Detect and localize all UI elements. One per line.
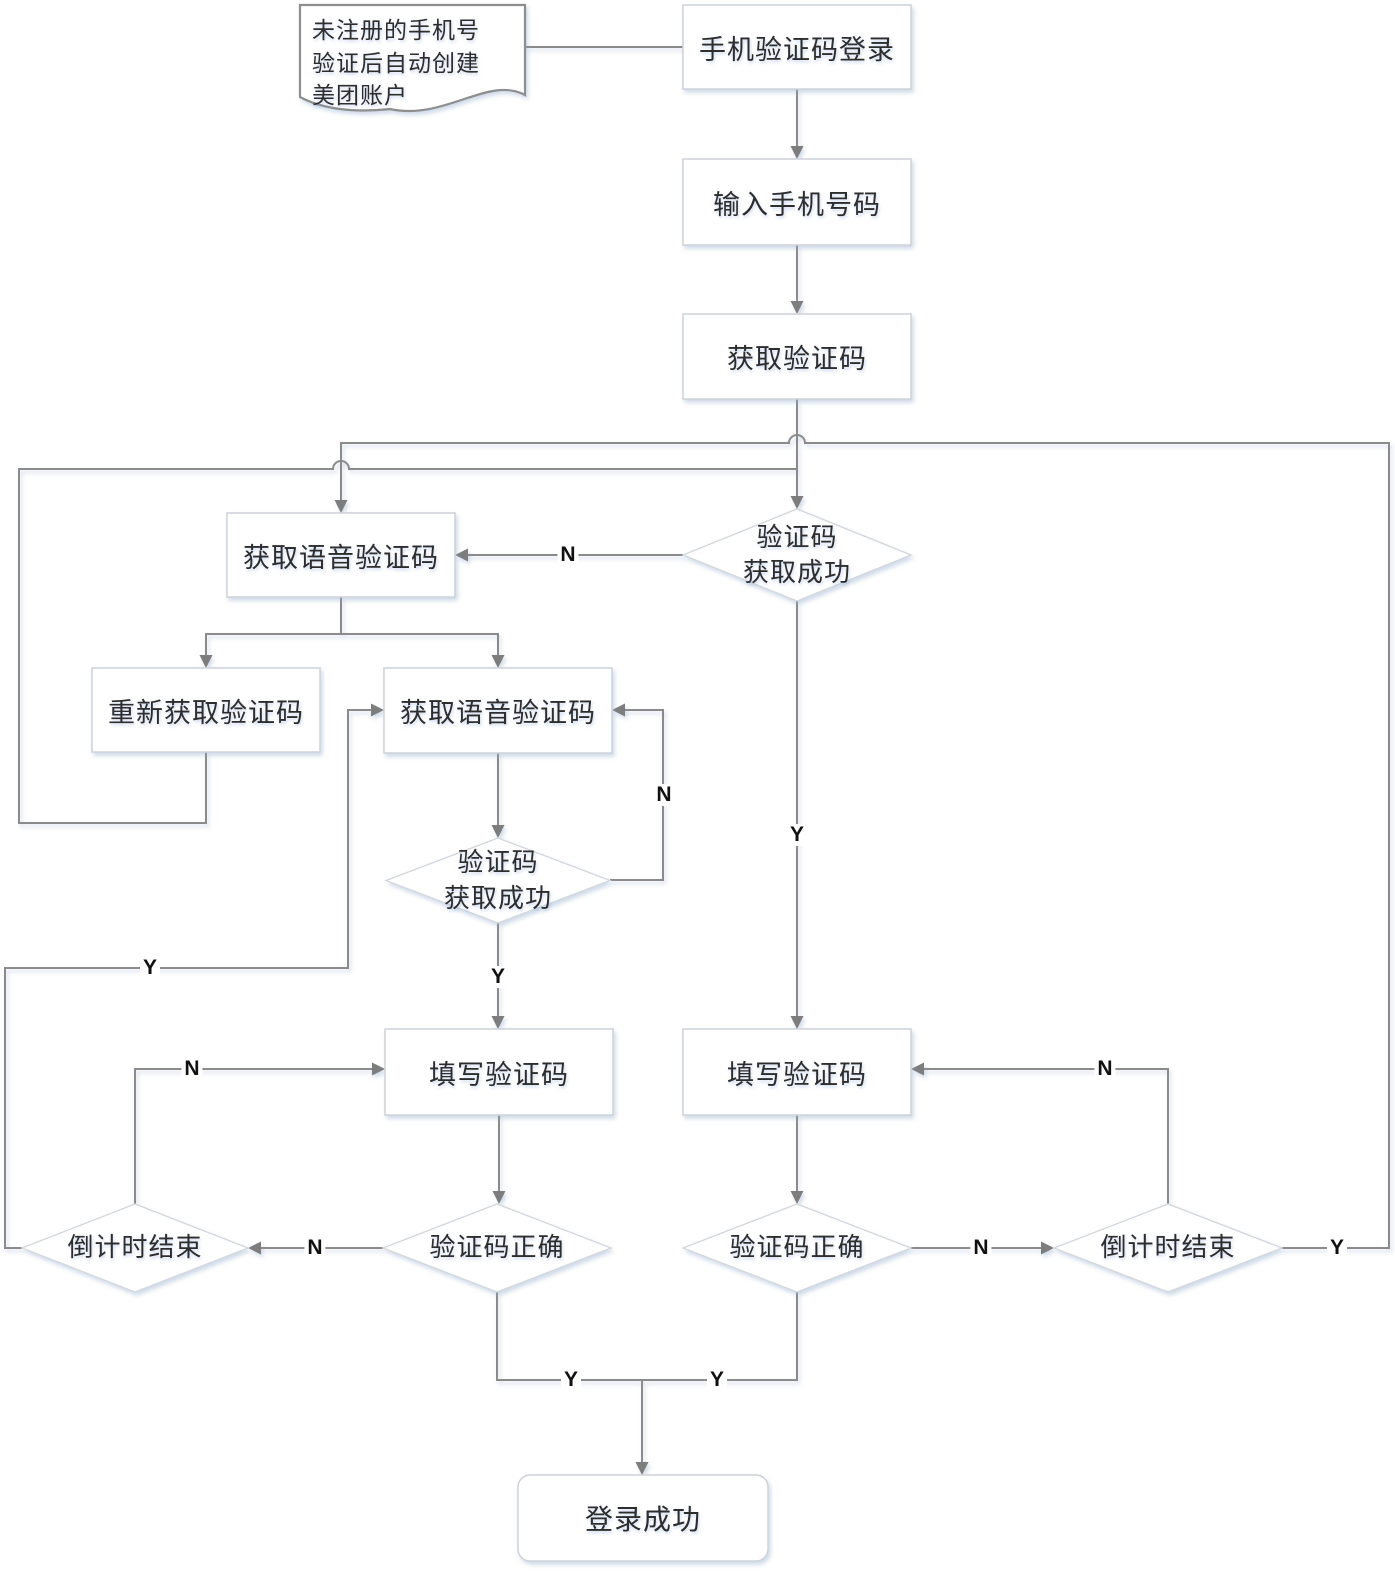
step-get-voice-code-1-shape [226, 512, 456, 598]
edge-countdown-left-no-to-fill-left-label: N [181, 1057, 203, 1081]
edges-layer [4, 46, 1390, 1475]
annotation-unregistered-phone-note-shape [298, 3, 527, 112]
edge-countdown-left-yes-to-voice2-label: Y [139, 956, 161, 980]
edge-check2-yes-to-fill-left-label: Y [487, 965, 509, 989]
decision-countdown-over-right-shape [1052, 1203, 1284, 1293]
edge-voice1-to-voice2 [341, 633, 499, 656]
edge-correct-left-yes-to-merge [496, 1292, 642, 1381]
edge-countdown-left-no-to-fill-left [134, 1068, 373, 1204]
edge-check2-no-to-voice2-arrowhead-icon [612, 703, 625, 717]
edge-correct-left-no-to-countdown-arrowhead-icon [248, 1241, 261, 1255]
edge-countdown-left-no-to-fill-left-arrowhead-icon [372, 1062, 385, 1076]
step-get-verification-code-shape [682, 313, 912, 400]
step-get-voice-code-2-shape [383, 667, 613, 754]
edge-fill-left-to-correct-left-arrowhead-icon [492, 1191, 506, 1204]
edge-check2-no-to-voice2-label: N [653, 783, 675, 807]
edge-countdown-left-yes-to-voice2-arrowhead-icon [371, 703, 384, 717]
edge-countdown-right-yes-to-voice1-arrowhead-icon [334, 500, 348, 513]
edge-countdown-right-no-to-fill-right-arrowhead-icon [911, 1062, 924, 1076]
edge-correct-left-no-to-countdown-label: N [304, 1236, 326, 1260]
edge-input-to-getcode-arrowhead-icon [790, 301, 804, 314]
edge-check1-no-to-voice1-arrowhead-icon [455, 548, 468, 562]
step-login-success-shape [517, 1474, 769, 1562]
edge-countdown-right-yes-to-voice1 [340, 434, 1390, 1249]
edge-correct-left-yes-to-merge-label: Y [560, 1368, 582, 1392]
edge-voice1-to-renew [205, 597, 342, 656]
edge-correct-right-no-to-countdown-label: N [970, 1236, 992, 1260]
edge-voice1-to-voice2-arrowhead-icon [491, 655, 505, 668]
edge-correct-right-yes-to-merge-label: Y [706, 1368, 728, 1392]
edge-check1-no-to-voice1-label: N [557, 543, 579, 567]
edge-renew-loop-to-check1 [18, 460, 797, 824]
decision-countdown-over-left-shape [20, 1203, 250, 1293]
edge-countdown-left-yes-to-voice2 [4, 709, 372, 1249]
edge-countdown-right-no-to-fill-right-label: N [1094, 1057, 1116, 1081]
edge-correct-right-yes-to-merge [642, 1292, 798, 1381]
edge-check1-yes-to-fill-right-arrowhead-icon [790, 1016, 804, 1029]
step-enter-phone-number-shape [682, 158, 912, 246]
nodes-layer [20, 3, 1284, 1562]
edge-getcode-to-check1-arrowhead-icon [790, 496, 804, 509]
step-phone-code-login-shape [682, 4, 912, 90]
edge-check2-yes-to-fill-left-arrowhead-icon [491, 1016, 505, 1029]
edge-login-to-input-arrowhead-icon [790, 146, 804, 159]
edge-countdown-right-yes-to-voice1-label: Y [1326, 1236, 1348, 1260]
step-fill-code-left-shape [384, 1028, 614, 1116]
edge-merge-to-success-arrowhead-icon [635, 1462, 649, 1475]
decision-code-correct-right-shape [681, 1203, 913, 1293]
edge-voice2-to-check2-arrowhead-icon [491, 825, 505, 838]
decision-code-received-voice-shape [384, 837, 612, 924]
step-reget-verification-code-shape [91, 667, 321, 753]
edge-fill-right-to-correct-right-arrowhead-icon [790, 1191, 804, 1204]
edge-correct-right-no-to-countdown-arrowhead-icon [1041, 1241, 1054, 1255]
edge-check1-yes-to-fill-right-label: Y [786, 823, 808, 847]
decision-code-received-main-shape [681, 508, 913, 602]
edge-voice1-to-renew-arrowhead-icon [199, 655, 213, 668]
decision-code-correct-left-shape [381, 1203, 613, 1293]
step-fill-code-right-shape [682, 1028, 912, 1116]
edge-countdown-right-no-to-fill-right [923, 1068, 1169, 1204]
